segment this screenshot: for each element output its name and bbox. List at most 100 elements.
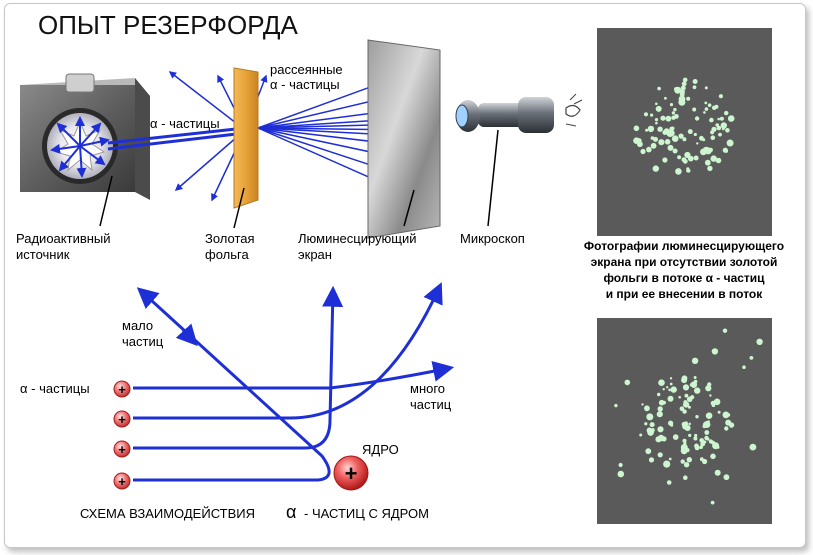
scintillation-dot — [700, 148, 707, 156]
scintillation-dot — [686, 168, 691, 173]
scintillation-dot — [617, 470, 625, 478]
scintillation-dot — [662, 388, 665, 391]
scintillation-dot — [710, 453, 716, 460]
scintillation-dot — [684, 151, 691, 159]
scintillation-dot — [657, 452, 663, 458]
scintillation-dot — [683, 475, 688, 481]
nucleus-label: ЯДРО — [362, 442, 399, 457]
scintillation-dot — [664, 96, 667, 100]
svg-text:+: + — [118, 412, 126, 427]
svg-text:+: + — [345, 461, 358, 486]
photo-without-foil — [597, 28, 772, 236]
scintillation-dot — [714, 469, 721, 476]
scintillation-dot — [684, 425, 691, 431]
scintillation-dot — [717, 410, 721, 414]
scintillation-dot — [668, 457, 672, 461]
scintillation-dot — [722, 124, 727, 128]
luminescent-screen — [367, 39, 441, 239]
scintillation-dot — [683, 442, 687, 446]
scintillation-dot — [647, 125, 655, 133]
many-particles-line2: частиц — [410, 397, 452, 412]
scintillation-dot — [681, 157, 687, 163]
scintillation-dot — [696, 142, 699, 145]
scintillation-dot — [709, 117, 714, 123]
scintillation-dot — [670, 423, 674, 427]
scintillation-dot — [694, 116, 700, 121]
scintillation-dot — [657, 126, 663, 132]
nucleus: + — [333, 455, 369, 491]
scintillation-dot — [674, 86, 682, 94]
scintillation-dot — [716, 445, 720, 449]
scheme-alpha-label: α - частицы — [20, 381, 90, 396]
scintillation-dot — [644, 405, 650, 412]
scintillation-dot — [677, 155, 682, 160]
scintillation-dot — [704, 86, 708, 90]
scintillation-dot — [707, 103, 712, 107]
photo-with-foil — [597, 318, 772, 524]
source-label-line1: Радиоактивный — [16, 231, 111, 246]
scintillation-dot — [704, 101, 708, 105]
scintillation-dot — [693, 376, 697, 379]
photos-caption-line1: Фотографии люминесцирующего — [584, 239, 784, 253]
scintillation-dot — [672, 434, 679, 440]
scintillation-dot — [673, 107, 677, 112]
scintillation-dot — [684, 421, 688, 426]
scintillation-dot — [719, 116, 724, 121]
scintillation-dot — [678, 95, 686, 103]
scintillation-dot — [682, 409, 687, 414]
many-particles-line1: много — [410, 381, 445, 396]
scheme-caption-part1: СХЕМА ВЗАИМОДЕЙСТВИЯ — [80, 506, 255, 521]
scintillation-dot — [721, 127, 725, 131]
scintillation-dot — [725, 128, 730, 133]
scintillation-dot — [660, 115, 666, 121]
screen-label-line1: Люминесцирующий — [298, 231, 417, 246]
scintillation-dot — [718, 132, 722, 137]
svg-text:+: + — [118, 474, 126, 489]
scintillation-dot — [705, 412, 713, 420]
scintillation-dot — [666, 480, 672, 485]
scintillation-dot — [714, 104, 719, 109]
scintillation-dot — [663, 460, 671, 468]
alpha-particles-label: α - частицы — [150, 116, 220, 131]
radioactive-source — [20, 73, 150, 227]
scintillation-dot — [684, 393, 689, 398]
scintillation-dot — [645, 128, 649, 132]
scintillation-dot — [707, 165, 713, 172]
scintillation-dot — [710, 400, 716, 406]
scintillation-dot — [717, 117, 720, 121]
scintillation-dot — [704, 159, 711, 166]
scintillation-dot — [716, 125, 722, 131]
scintillation-dot — [662, 130, 668, 136]
scintillation-dot — [671, 115, 676, 120]
screen-label-line2: экран — [298, 247, 332, 262]
source-label-line2: источник — [16, 247, 70, 262]
scintillation-dot — [656, 411, 663, 418]
scheme-caption-part2: - ЧАСТИЦ С ЯДРОМ — [304, 506, 429, 521]
scintillation-dot — [715, 157, 722, 164]
scintillation-dot — [687, 405, 691, 409]
scintillation-dot — [691, 357, 699, 364]
scintillation-dot — [682, 384, 690, 391]
scintillation-dot — [668, 388, 671, 392]
scintillation-dot — [680, 459, 685, 464]
scintillation-dot — [688, 422, 691, 426]
scintillation-dot — [727, 115, 735, 122]
scintillation-dot — [646, 427, 653, 434]
scintillation-dot — [652, 165, 659, 172]
scintillation-dot — [658, 379, 665, 387]
photos-caption-line2: экрана при отсутствии золотой — [591, 255, 778, 269]
scintillation-dot — [704, 107, 709, 111]
scintillation-dot — [695, 415, 699, 419]
scintillation-dot — [683, 462, 690, 468]
svg-text:+: + — [118, 442, 126, 457]
scintillation-dot — [694, 445, 700, 451]
scintillation-dot — [692, 107, 697, 112]
scintillation-dot — [658, 399, 665, 406]
scintillation-dot — [699, 445, 703, 450]
scintillation-dot — [705, 385, 712, 392]
scintillation-dot — [614, 403, 618, 408]
scintillation-dot — [678, 134, 682, 137]
scintillation-dot — [650, 113, 654, 117]
scintillation-dot — [671, 135, 679, 142]
scintillation-dot — [657, 392, 661, 397]
